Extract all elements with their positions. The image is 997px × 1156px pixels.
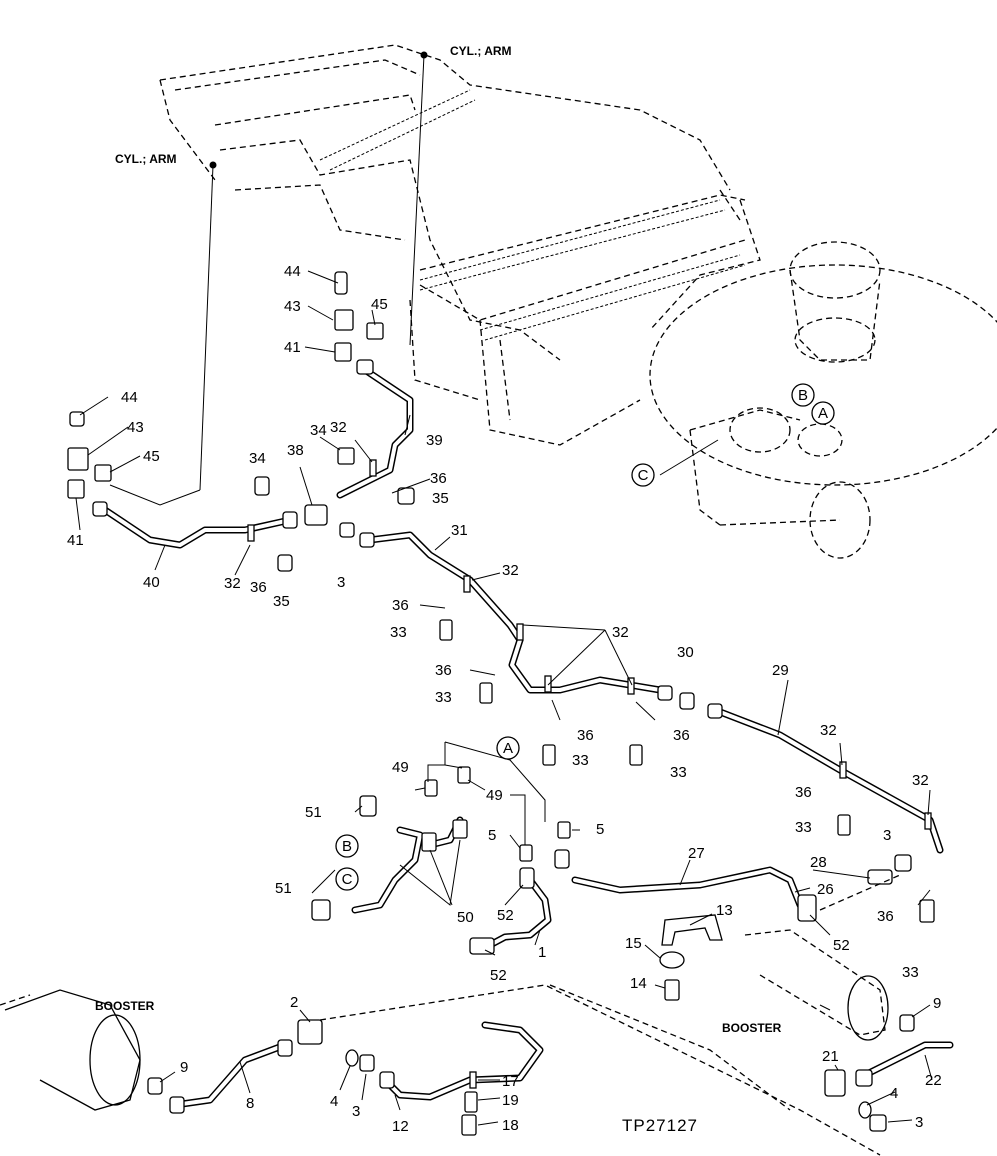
callout: 12 (392, 1118, 409, 1135)
boom-structure (159, 44, 761, 446)
callout: 4 (890, 1085, 898, 1102)
callout: 19 (502, 1092, 519, 1109)
ref-circle-c-mid: C (335, 867, 359, 891)
caption-booster-right: BOOSTER (722, 1021, 782, 1035)
svg-text:B: B (798, 387, 808, 404)
callout: 41 (67, 532, 84, 549)
callout: 52 (490, 967, 507, 984)
callout: 14 (630, 975, 647, 992)
callout: 45 (143, 448, 160, 465)
callout: 36 (435, 662, 452, 679)
ref-circle-a-top: A (811, 401, 835, 425)
callout: 8 (246, 1095, 254, 1112)
callout: 44 (284, 263, 301, 280)
callout: 32 (912, 772, 929, 789)
callout: 52 (497, 907, 514, 924)
caption-booster-left: BOOSTER (95, 999, 155, 1013)
callout: 33 (902, 964, 919, 981)
callout: 32 (224, 575, 241, 592)
callout: 21 (822, 1048, 839, 1065)
callout: 15 (625, 935, 642, 952)
callout: 36 (877, 908, 894, 925)
callout: 32 (502, 562, 519, 579)
callout: 35 (432, 490, 449, 507)
callout: 4 (330, 1093, 338, 1110)
callout: 22 (925, 1072, 942, 1089)
ref-circle-a-mid: A (496, 736, 520, 760)
callout: 36 (673, 727, 690, 744)
callout: 32 (330, 419, 347, 436)
callout: 3 (352, 1103, 360, 1120)
callout: 40 (143, 574, 160, 591)
callout: 49 (486, 787, 503, 804)
booster-right (744, 929, 889, 1041)
callout: 36 (430, 470, 447, 487)
callout: 3 (337, 574, 345, 591)
callout: 5 (596, 821, 604, 838)
callout: 36 (577, 727, 594, 744)
callout: 3 (915, 1114, 923, 1131)
callout: 33 (670, 764, 687, 781)
callout: 34 (249, 450, 266, 467)
callout: 33 (390, 624, 407, 641)
callout: 17 (502, 1073, 519, 1090)
callout: 43 (127, 419, 144, 436)
callout: 35 (273, 593, 290, 610)
ref-circle-b-mid: B (335, 834, 359, 858)
callout: 32 (612, 624, 629, 641)
callout: 27 (688, 845, 705, 862)
callout: 51 (305, 804, 322, 821)
ref-circle-b-top: B (791, 383, 815, 407)
figure-code: TP27127 (622, 1116, 698, 1135)
callout: 52 (833, 937, 850, 954)
callout: 5 (488, 827, 496, 844)
callout: 1 (538, 944, 546, 961)
cylinder-leaders (109, 51, 428, 506)
caption-cyl-arm-top: CYL.; ARM (450, 44, 512, 58)
callout: 38 (287, 442, 304, 459)
callout: 39 (426, 432, 443, 449)
svg-text:C: C (638, 467, 649, 484)
callout: 28 (810, 854, 827, 871)
callout: 36 (392, 597, 409, 614)
svg-text:C: C (342, 871, 353, 888)
svg-text:B: B (342, 838, 352, 855)
svg-text:A: A (503, 740, 513, 757)
callout: 31 (451, 522, 468, 539)
callout: 33 (435, 689, 452, 706)
callout: 13 (716, 902, 733, 919)
callout: 34 (310, 422, 327, 439)
callout: 45 (371, 296, 388, 313)
dashed-leaders (319, 874, 901, 1156)
caption-cyl-arm-left: CYL.; ARM (115, 152, 177, 166)
callout: 44 (121, 389, 138, 406)
svg-text:A: A (818, 405, 828, 422)
callout: 26 (817, 881, 834, 898)
callout: 41 (284, 339, 301, 356)
callout: 49 (392, 759, 409, 776)
callout: 50 (457, 909, 474, 926)
swing-turntable (649, 241, 997, 559)
callout: 33 (572, 752, 589, 769)
ref-circle-c-top: C (631, 463, 655, 487)
callout: 33 (795, 819, 812, 836)
callout: 9 (933, 995, 941, 1012)
callout: 36 (250, 579, 267, 596)
callout: 36 (795, 784, 812, 801)
callout-pointers (75, 270, 933, 1126)
booster-left (0, 989, 141, 1111)
callout: 51 (275, 880, 292, 897)
callout: 43 (284, 298, 301, 315)
part-callouts: 44 43 45 41 44 43 45 41 39 34 32 36 35 3… (67, 263, 942, 1135)
callout: 30 (677, 644, 694, 661)
fittings (67, 271, 935, 1136)
callout: 2 (290, 994, 298, 1011)
callout: 9 (180, 1059, 188, 1076)
callout: 3 (883, 827, 891, 844)
callout: 29 (772, 662, 789, 679)
callout: 18 (502, 1117, 519, 1134)
callout: 32 (820, 722, 837, 739)
